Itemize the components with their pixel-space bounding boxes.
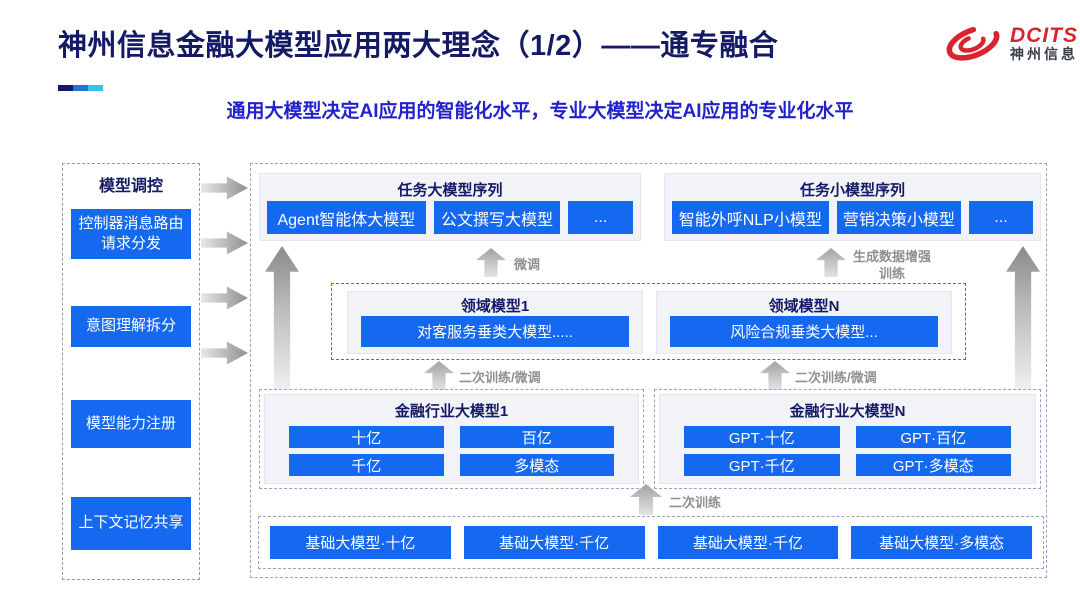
- domain-models-container: 领域模型1 对客服务垂类大模型..... 领域模型N 风险合规垂类大模型...: [331, 283, 966, 360]
- accent-segment: [58, 85, 73, 91]
- industry-model-n-grid: GPT·十亿 GPT·百亿 GPT·千亿 GPT·多模态: [684, 426, 1011, 476]
- dcits-logo: DCITS 神州信息: [942, 20, 1078, 66]
- up-arrow-icon: [265, 246, 299, 389]
- up-arrow-icon: [1006, 246, 1040, 389]
- model-box-outbound-nlp: 智能外呼NLP小模型: [672, 201, 829, 234]
- industry-model-1-container: 金融行业大模型1 十亿 百亿 千亿 多模态: [259, 389, 644, 489]
- up-arrow-icon: [476, 248, 506, 277]
- logo-brand: DCITS: [1010, 23, 1078, 47]
- model-box-ellipsis: ...: [568, 201, 633, 234]
- accent-segment: [73, 85, 88, 91]
- section-title: 领域模型N: [768, 298, 840, 315]
- industry-model-n-section: 金融行业大模型N GPT·十亿 GPT·百亿 GPT·千亿 GPT·多模态: [659, 394, 1036, 484]
- secondary-training-right-label: 二次训练/微调: [795, 370, 877, 385]
- model-box-100b: 千亿: [289, 454, 444, 476]
- up-arrow-icon: [816, 248, 846, 277]
- right-arrow-icon: [201, 231, 248, 255]
- section-title: 金融行业大模型1: [394, 403, 509, 420]
- task-small-model-section: 任务小模型序列 智能外呼NLP小模型 营销决策小模型 ...: [664, 173, 1041, 241]
- model-box-10b: 百亿: [459, 426, 614, 448]
- model-box-marketing: 营销决策小模型: [836, 201, 962, 234]
- model-box-base-100b-2: 基础大模型·千亿: [657, 526, 839, 559]
- page-title: 神州信息金融大模型应用两大理念（1/2）——通专融合: [58, 30, 779, 62]
- task-small-model-row: 智能外呼NLP小模型 营销决策小模型 ...: [672, 201, 1033, 234]
- subtitle: 通用大模型决定AI应用的智能化水平，专业大模型决定AI应用的专业化水平: [226, 101, 854, 122]
- accent-bar: [58, 85, 103, 91]
- right-arrow-icon: [201, 286, 248, 310]
- right-arrow-icon: [201, 176, 248, 200]
- accent-segment: [88, 85, 103, 91]
- model-box-risk-compliance: 风险合规垂类大模型...: [670, 316, 938, 347]
- fine-tune-label: 微调: [514, 257, 541, 272]
- section-title: 任务大模型序列: [397, 182, 503, 199]
- task-large-model-section: 任务大模型序列 Agent智能体大模型 公文撰写大模型 ...: [259, 173, 641, 241]
- sidebar-item-context: 上下文记忆共享: [71, 497, 191, 550]
- sidebar-title: 模型调控: [98, 178, 163, 195]
- dcits-logo-icon: [946, 25, 1000, 61]
- domain-model-n-section: 领域模型N 风险合规垂类大模型...: [656, 291, 952, 354]
- domain-model-1-section: 领域模型1 对客服务垂类大模型.....: [347, 291, 643, 354]
- model-box-gpt-100b: GPT·千亿: [684, 454, 840, 476]
- section-title: 金融行业大模型N: [789, 403, 906, 420]
- industry-model-n-container: 金融行业大模型N GPT·十亿 GPT·百亿 GPT·千亿 GPT·多模态: [654, 389, 1041, 489]
- model-box-base-multimodal: 基础大模型·多模态: [851, 526, 1032, 559]
- base-models-container: 基础大模型·十亿 基础大模型·千亿 基础大模型·千亿 基础大模型·多模态: [258, 516, 1044, 569]
- sidebar-item-router: 控制器消息路由请求分发: [71, 209, 191, 259]
- model-box-gpt-10b: GPT·百亿: [855, 426, 1011, 448]
- sidebar-model-control: 模型调控 控制器消息路由请求分发 意图理解拆分 模型能力注册 上下文记忆共享: [62, 163, 200, 580]
- model-box-agent: Agent智能体大模型: [267, 201, 426, 234]
- model-box-base-1b: 基础大模型·十亿: [270, 526, 451, 559]
- up-arrow-icon: [424, 361, 454, 390]
- industry-model-1-section: 金融行业大模型1 十亿 百亿 千亿 多模态: [264, 394, 639, 484]
- section-title: 领域模型1: [460, 298, 530, 315]
- model-box-document-writing: 公文撰写大模型: [433, 201, 561, 234]
- model-box-multimodal: 多模态: [459, 454, 614, 476]
- gen-data-training-label: 生成数据增强训练: [852, 249, 931, 281]
- model-box-gpt-multimodal: GPT·多模态: [855, 454, 1011, 476]
- model-box-gpt-1b: GPT·十亿: [684, 426, 840, 448]
- up-arrow-icon: [760, 361, 790, 390]
- industry-model-1-grid: 十亿 百亿 千亿 多模态: [289, 426, 614, 476]
- model-architecture-canvas: 任务大模型序列 Agent智能体大模型 公文撰写大模型 ... 任务小模型序列 …: [250, 163, 1047, 578]
- section-title: 任务小模型序列: [799, 182, 905, 199]
- secondary-training-label: 二次训练: [669, 495, 722, 510]
- task-large-model-row: Agent智能体大模型 公文撰写大模型 ...: [267, 201, 633, 234]
- secondary-training-left-label: 二次训练/微调: [459, 370, 541, 385]
- sidebar-item-registry: 模型能力注册: [71, 400, 191, 448]
- logo-text: DCITS 神州信息: [1010, 23, 1078, 62]
- model-box-ellipsis: ...: [969, 201, 1033, 234]
- model-box-customer-service: 对客服务垂类大模型.....: [361, 316, 629, 347]
- model-box-1b: 十亿: [289, 426, 444, 448]
- model-box-base-100b: 基础大模型·千亿: [463, 526, 645, 559]
- logo-brand-cn: 神州信息: [1010, 45, 1078, 62]
- sidebar-item-intent: 意图理解拆分: [71, 306, 191, 347]
- right-arrow-icon: [201, 341, 248, 365]
